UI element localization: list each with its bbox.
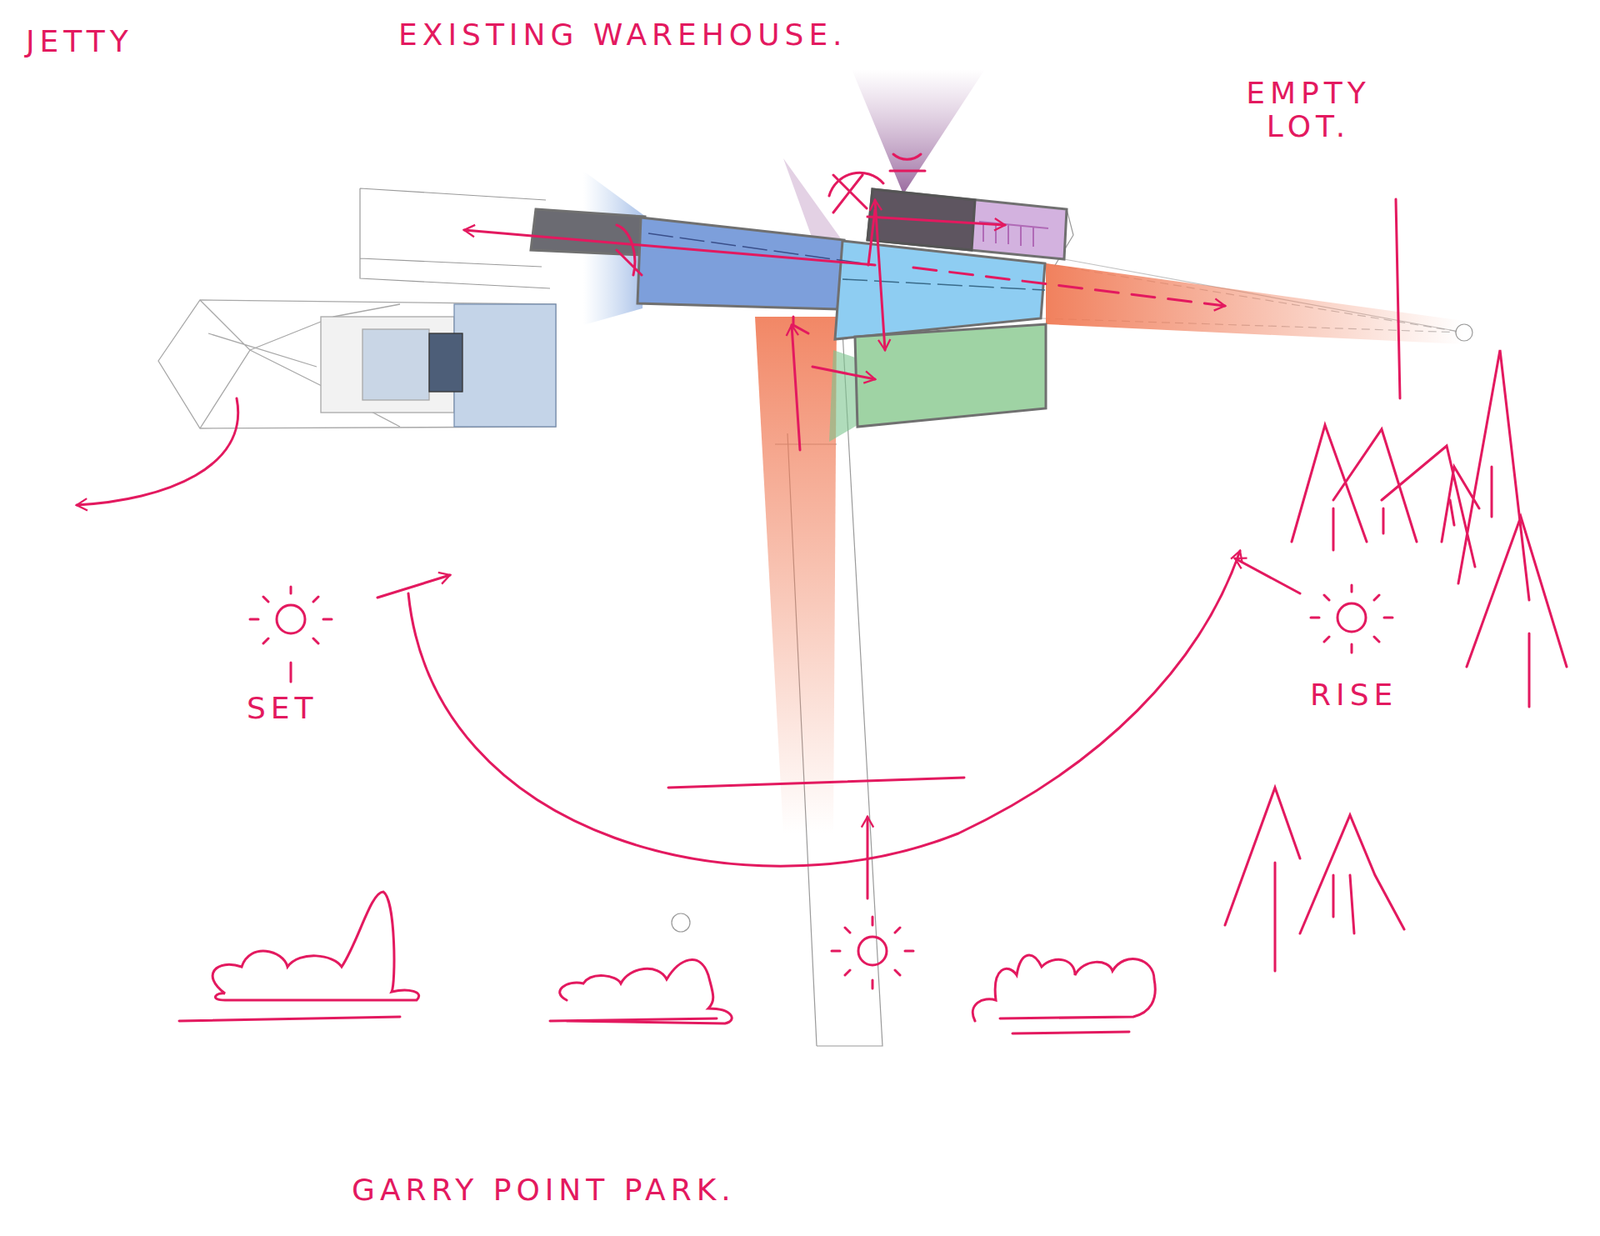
stair <box>979 221 1049 247</box>
sketch-label: RISE <box>1310 678 1398 712</box>
view-cone <box>829 350 858 442</box>
site-outline <box>360 188 1473 1046</box>
sketch-label: SET <box>246 691 319 725</box>
view-band <box>1045 263 1465 345</box>
annotation <box>76 154 1567 1034</box>
sketch-label: EMPTY LOT. <box>1225 76 1392 143</box>
sketch-label: EXISTING WAREHOUSE. <box>398 18 848 52</box>
sketch-label: GARRY POINT PARK. <box>351 1173 736 1207</box>
boat <box>158 300 556 429</box>
sketch-label: JETTY <box>25 25 134 59</box>
view-band <box>755 316 837 834</box>
building <box>530 189 1067 427</box>
